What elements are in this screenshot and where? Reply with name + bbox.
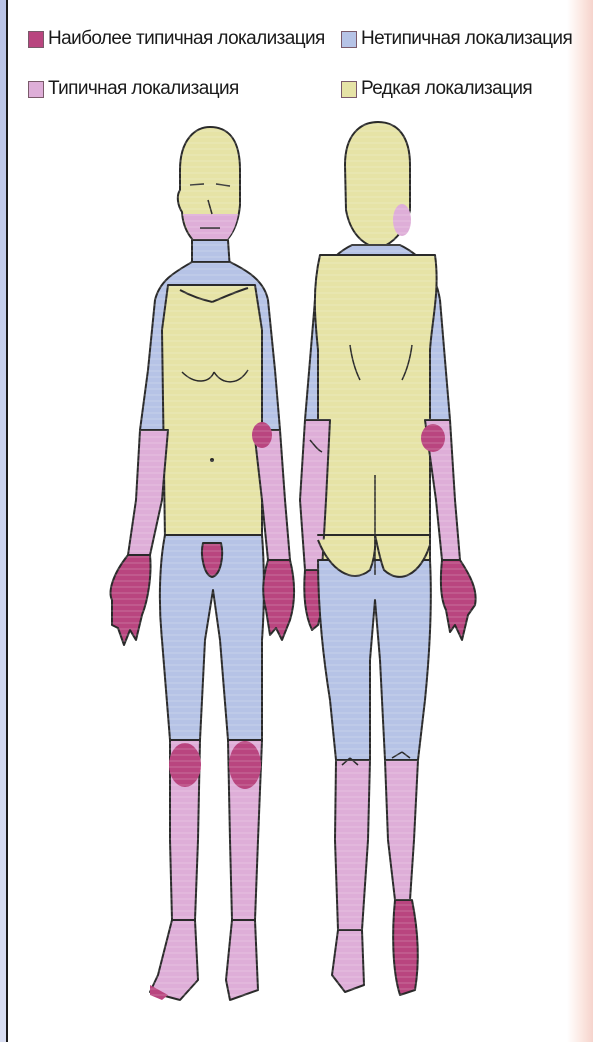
back-stripe-overlay (295, 115, 485, 1015)
front-stripe-overlay (100, 120, 300, 1020)
